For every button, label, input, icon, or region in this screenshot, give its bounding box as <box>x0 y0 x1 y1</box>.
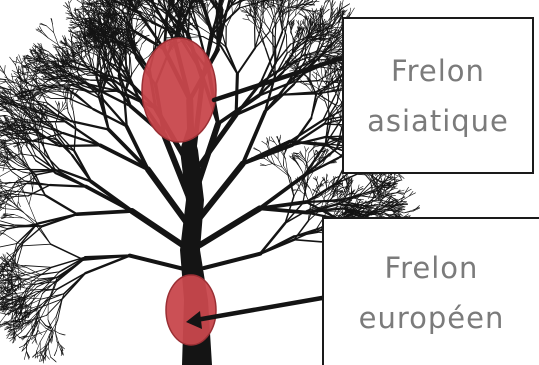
asian-hornet-label: Frelon asiatique <box>367 46 509 146</box>
european-hornet-label-box: Frelon européen <box>322 217 539 365</box>
european-hornet-label: Frelon européen <box>359 243 505 343</box>
asian-hornet-nest <box>142 38 216 142</box>
asian-hornet-label-box: Frelon asiatique <box>342 17 534 174</box>
european-hornet-nest <box>166 275 216 345</box>
